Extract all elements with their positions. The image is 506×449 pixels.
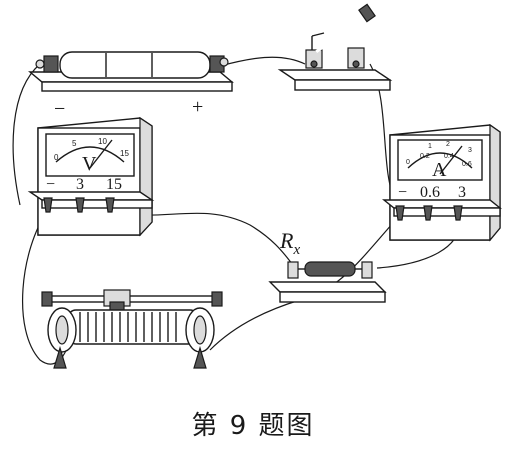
- ammeter-scale-outer-1: 1: [428, 143, 432, 150]
- wire-battery-to-voltmeter: [12, 63, 41, 206]
- voltmeter-terminal-15: 15: [106, 176, 122, 193]
- voltmeter-letter: V: [82, 153, 97, 175]
- wire-battery-to-switch: [219, 56, 306, 67]
- rheostat: [41, 289, 223, 369]
- ammeter-scale-0: 0: [406, 159, 410, 166]
- ammeter-scale-outer-3: 3: [468, 147, 472, 154]
- ammeter-letter: A: [432, 159, 447, 181]
- voltmeter-scale-10: 10: [98, 137, 107, 146]
- ammeter-scale-06: 0.6: [462, 161, 472, 168]
- ammeter-terminal-06: 0.6: [420, 184, 440, 201]
- knife-switch: [277, 3, 393, 91]
- voltmeter-terminal-3: 3: [76, 176, 84, 193]
- battery-plus-label: +: [192, 96, 203, 118]
- ammeter-scale-04: 0.4: [444, 153, 454, 160]
- ammeter-terminal-posts: [395, 205, 463, 221]
- resistor-rx: [268, 261, 387, 303]
- ammeter: [382, 123, 502, 242]
- ammeter-scale-outer-2: 2: [446, 141, 450, 148]
- voltmeter-scale-15: 15: [120, 149, 129, 158]
- battery-minus-label: −: [54, 98, 65, 120]
- rheostat-coil: [79, 312, 177, 342]
- voltmeter-terminal-minus: −: [46, 176, 55, 193]
- voltmeter-terminal-posts: [43, 197, 115, 213]
- resistor-label: Rx: [279, 228, 300, 258]
- ammeter-terminal-minus: −: [398, 184, 407, 201]
- voltmeter-scale-0: 0: [54, 153, 59, 162]
- voltmeter: [27, 116, 155, 237]
- ammeter-scale-02: 0.2: [420, 153, 430, 160]
- voltmeter-scale-5: 5: [72, 139, 77, 148]
- ammeter-terminal-3: 3: [458, 184, 466, 201]
- battery-holder: [28, 51, 234, 92]
- figure-caption: 第 9 题图: [191, 411, 315, 441]
